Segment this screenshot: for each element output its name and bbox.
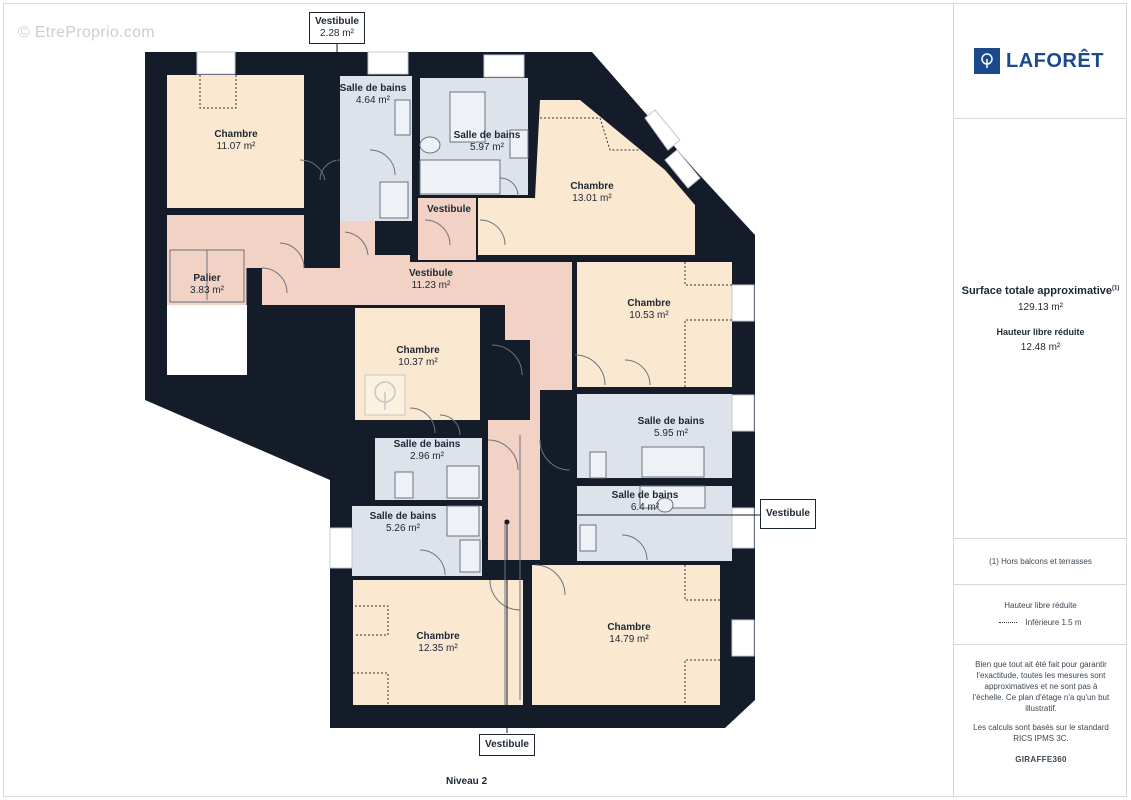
legend-item: Inférieure 1.5 m	[1025, 618, 1082, 627]
disclaimer-section: Bien que tout ait été fait pour garantir…	[968, 659, 1114, 765]
floor-plan	[145, 44, 760, 733]
windows	[196, 51, 755, 657]
hauteur-value: 12.48 m²	[1020, 342, 1061, 353]
footnote: (1) Hors balcons et terrasses	[989, 557, 1092, 566]
brand-logo: LAFORÊT	[974, 48, 1104, 74]
brand-name: LAFORÊT	[1006, 49, 1104, 72]
rooms-fill	[167, 75, 732, 705]
surface-note-mark: (1)	[1112, 285, 1120, 292]
surface-title: Surface totale approximative	[961, 285, 1113, 297]
laforet-watermark-icon	[364, 374, 406, 416]
brand-section: LAFORÊT	[954, 3, 1127, 119]
room-vestibule-main	[247, 150, 572, 560]
callout-vestibule-right: Vestibule	[760, 499, 816, 529]
callout-vestibule-bottom: Vestibule	[479, 734, 535, 756]
room-chambre-4	[355, 308, 480, 420]
giraffe-brand: GIRAFFE360	[1015, 755, 1067, 764]
room-chambre-6	[532, 565, 720, 705]
level-label: Niveau 2	[446, 776, 488, 787]
reduced-height-lines	[199, 75, 732, 705]
partitions	[169, 249, 521, 705]
room-chambre-5	[353, 580, 523, 705]
room-chambre-3	[577, 262, 732, 387]
footnote-section: (1) Hors balcons et terrasses	[954, 539, 1127, 585]
legend-section: Hauteur libre réduite Inférieure 1.5 m	[954, 585, 1127, 645]
room-chambre-2	[478, 100, 695, 255]
hauteur-title: Hauteur libre réduite	[996, 327, 1085, 337]
legend-title: Hauteur libre réduite	[1004, 601, 1077, 610]
tree-icon	[974, 48, 1000, 74]
surface-section: Surface totale approximative(1) 129.13 m…	[954, 119, 1127, 539]
surface-value: 129.13 m²	[1017, 302, 1064, 313]
callout-dots	[334, 167, 553, 525]
page-frame	[3, 3, 1127, 797]
room-chambre-1	[167, 75, 304, 208]
callout-leaders	[336, 44, 760, 733]
disclaimer: Bien que tout ait été fait pour garantir…	[972, 660, 1110, 713]
fixtures	[379, 91, 706, 573]
room-vestibule-small	[418, 198, 476, 260]
label-vestibule-small: Vestibule	[427, 204, 471, 215]
info-panel: LAFORÊT Surface totale approximative(1) …	[953, 3, 1127, 797]
watermark: © EtreProprio.com	[18, 24, 155, 41]
dotted-line-icon	[999, 622, 1018, 624]
standard: Les calculs sont basés sur le standard R…	[973, 723, 1109, 743]
